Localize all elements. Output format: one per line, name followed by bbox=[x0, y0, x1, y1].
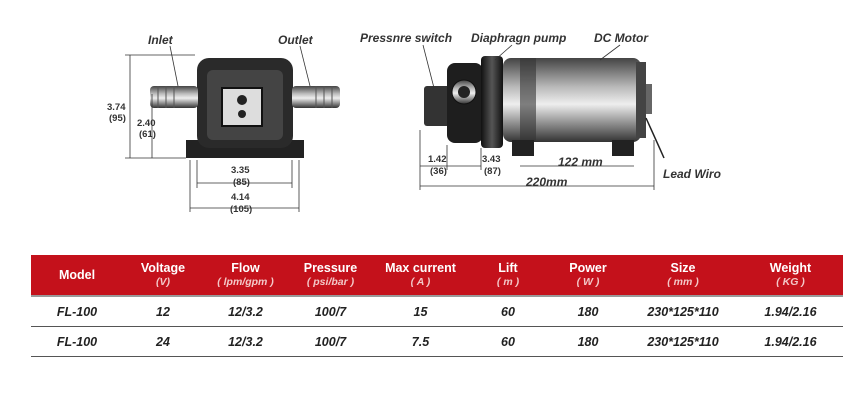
pump-dimension-drawing: Inlet Outlet 3.74 (95) 2.40 (61) 3.35 (8… bbox=[107, 31, 721, 215]
header-label: Flow bbox=[231, 261, 260, 275]
side-view: Pressnre switch Diaphragn pump DC Motor … bbox=[360, 31, 721, 190]
dim-head-mm: (87) bbox=[484, 166, 501, 177]
table-cell: 24 bbox=[123, 326, 203, 357]
front-view: Inlet Outlet 3.74 (95) 2.40 (61) 3.35 (8… bbox=[107, 33, 340, 215]
label-lead-wire: Lead Wiro bbox=[663, 167, 721, 181]
dc-motor bbox=[503, 58, 641, 142]
dim-height-mm: (95) bbox=[109, 113, 126, 124]
table-cell: FL-100 bbox=[31, 295, 123, 327]
header-label: Max current bbox=[385, 261, 456, 275]
motor-foot-left bbox=[512, 140, 534, 156]
table-cell: 12/3.2 bbox=[203, 295, 288, 327]
header-unit: ( W ) bbox=[576, 276, 600, 288]
table-cell: 60 bbox=[468, 295, 548, 327]
header-label: Lift bbox=[498, 261, 518, 275]
header-weight: Weight( KG ) bbox=[738, 255, 843, 296]
table-cell: 12/3.2 bbox=[203, 326, 288, 357]
header-voltage: Voltage(V) bbox=[123, 255, 203, 296]
table-cell: 180 bbox=[548, 295, 628, 327]
header-label: Model bbox=[58, 268, 96, 282]
table-cell: 1.94/2.16 bbox=[738, 295, 843, 327]
header-label: Weight bbox=[769, 261, 812, 275]
dim-switch-in: 1.42 bbox=[428, 154, 447, 165]
dim-base-mm: (85) bbox=[233, 177, 250, 188]
label-diaphragm-pump: Diaphragn pump bbox=[471, 31, 566, 45]
header-unit: ( m ) bbox=[496, 276, 520, 288]
header-label: Pressure bbox=[303, 261, 358, 275]
header-label: Power bbox=[569, 261, 607, 275]
dim-width-in: 4.14 bbox=[231, 192, 250, 203]
dim-body-in: 2.40 bbox=[137, 118, 156, 129]
dim-height-in: 3.74 bbox=[107, 102, 126, 113]
dim-motor-length: 122 mm bbox=[558, 155, 603, 169]
header-flow: Flow( lpm/gpm ) bbox=[203, 255, 288, 296]
table-cell: 100/7 bbox=[288, 326, 373, 357]
table-cell: 1.94/2.16 bbox=[738, 326, 843, 357]
header-unit: ( mm ) bbox=[667, 276, 699, 288]
header-model: Model bbox=[31, 255, 123, 296]
dim-switch-mm: (36) bbox=[430, 166, 447, 177]
pressure-switch bbox=[424, 86, 450, 126]
label-outlet: Outlet bbox=[278, 33, 314, 47]
lead-wire bbox=[645, 117, 665, 159]
table-cell: 230*125*110 bbox=[628, 326, 738, 357]
diaphragm-pump bbox=[481, 56, 503, 148]
header-size: Size( mm ) bbox=[628, 255, 738, 296]
table-cell: 180 bbox=[548, 326, 628, 357]
label-pressure-switch: Pressnre switch bbox=[360, 31, 452, 45]
table-cell: 7.5 bbox=[373, 326, 468, 357]
dim-head-in: 3.43 bbox=[482, 154, 501, 165]
label-inlet: Inlet bbox=[148, 33, 174, 47]
motor-foot-right bbox=[612, 140, 634, 156]
label-dc-motor: DC Motor bbox=[594, 31, 649, 45]
switch-plate bbox=[221, 87, 263, 127]
dim-base-in: 3.35 bbox=[231, 165, 250, 176]
table-cell: 15 bbox=[373, 295, 468, 327]
table-cell: 12 bbox=[123, 295, 203, 327]
table-cell: 60 bbox=[468, 326, 548, 357]
header-unit: ( psi/bar ) bbox=[306, 276, 355, 288]
header-lift: Lift( m ) bbox=[468, 255, 548, 296]
table-cell: FL-100 bbox=[31, 326, 123, 357]
dim-width-mm: (105) bbox=[230, 204, 252, 215]
header-unit: ( KG ) bbox=[776, 276, 805, 288]
header-pressure: Pressure( psi/bar ) bbox=[288, 255, 373, 296]
header-unit: ( A ) bbox=[410, 276, 431, 288]
table-cell: 230*125*110 bbox=[628, 295, 738, 327]
header-unit: ( lpm/gpm ) bbox=[217, 276, 274, 288]
table-cell: 100/7 bbox=[288, 295, 373, 327]
header-power: Power( W ) bbox=[548, 255, 628, 296]
header-max-current: Max current( A ) bbox=[373, 255, 468, 296]
header-label: Size bbox=[670, 261, 696, 275]
dim-body-mm: (61) bbox=[139, 129, 156, 140]
header-unit: (V) bbox=[156, 276, 170, 288]
dim-total-length: 220mm bbox=[525, 175, 568, 189]
header-label: Voltage bbox=[140, 261, 186, 275]
